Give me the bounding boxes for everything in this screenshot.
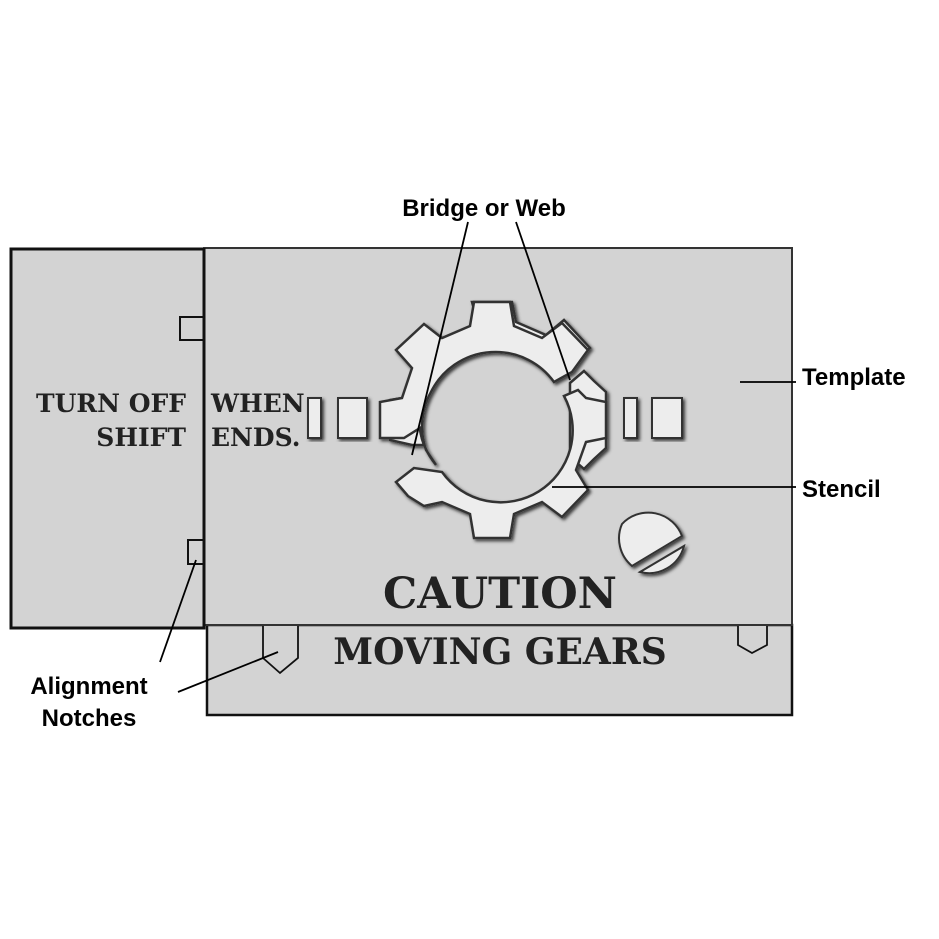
gear-stencil bbox=[378, 300, 608, 540]
gear-upper-ring bbox=[378, 300, 590, 466]
screw-stencil bbox=[618, 511, 686, 575]
label-notches: Notches bbox=[42, 705, 137, 732]
slot-1 bbox=[307, 397, 322, 439]
slot-4 bbox=[651, 397, 683, 439]
label-template: Template bbox=[802, 364, 906, 391]
left-panel bbox=[9, 247, 206, 630]
stencil-text-turn-off: TURN OFF bbox=[36, 389, 186, 418]
screw-half-lower bbox=[637, 543, 686, 575]
screw-half-upper bbox=[618, 511, 684, 568]
label-bridge-or-web: Bridge or Web bbox=[402, 195, 566, 222]
stencil-text-shift: SHIFT bbox=[96, 423, 186, 452]
stencil-text-caution: CAUTION bbox=[383, 569, 617, 619]
stencil-text-ends: ENDS. bbox=[211, 423, 300, 452]
bridge-leader-left bbox=[411, 221, 469, 456]
bridge-leader-right bbox=[515, 221, 571, 381]
leader-lines bbox=[159, 221, 796, 693]
alignment-leader-2 bbox=[177, 651, 279, 693]
slot-2 bbox=[337, 397, 368, 439]
slot-3 bbox=[623, 397, 638, 439]
alignment-leader-1 bbox=[159, 559, 197, 663]
gear-lower-ring bbox=[394, 388, 608, 540]
stencil-slots bbox=[307, 397, 683, 439]
label-stencil: Stencil bbox=[802, 476, 881, 503]
alignment-tab-top bbox=[179, 316, 205, 341]
stencil-text-moving-gears: MOVING GEARS bbox=[333, 631, 667, 673]
label-alignment: Alignment bbox=[30, 673, 147, 700]
stencil-text-when: WHEN bbox=[210, 389, 305, 418]
